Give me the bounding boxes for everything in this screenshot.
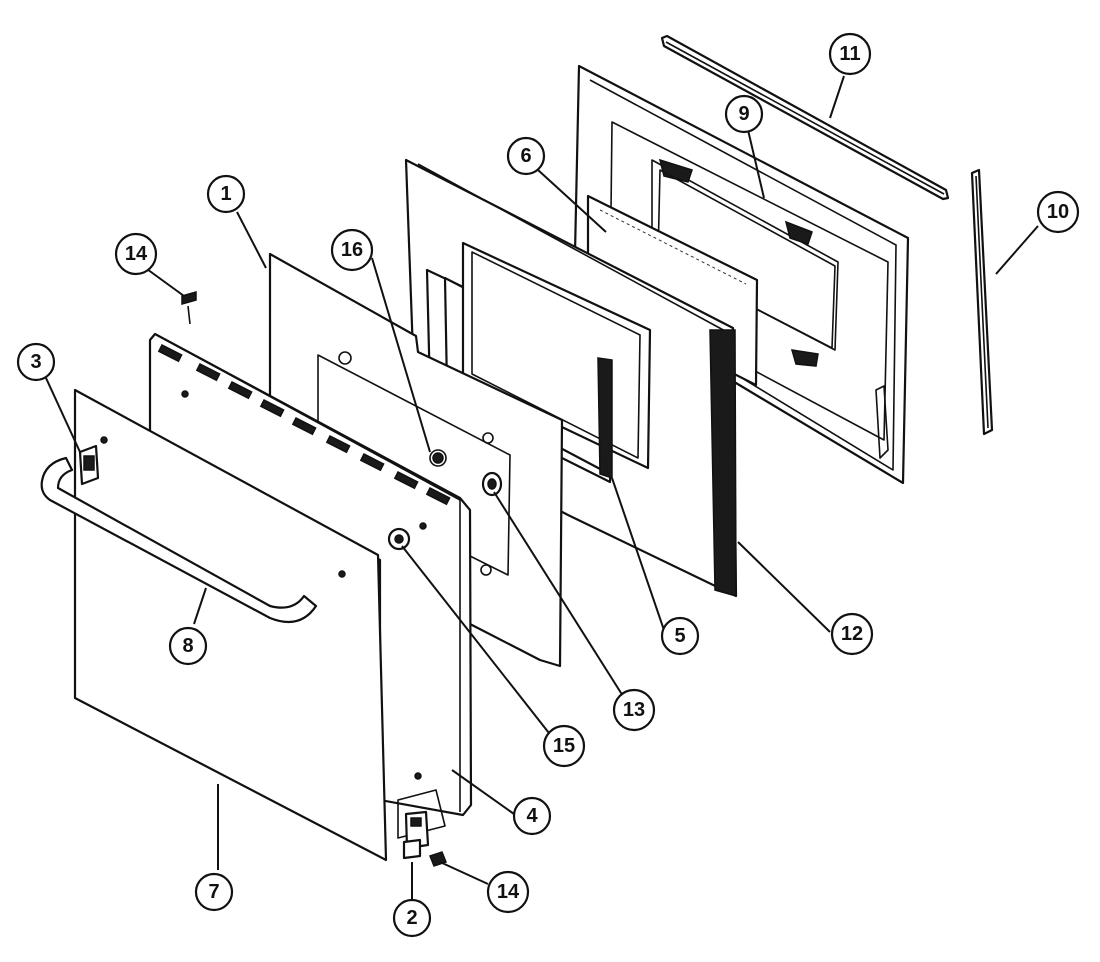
part-3-handle-clip (78, 444, 100, 486)
callout-7: 7 (194, 872, 234, 912)
callout-3: 3 (16, 342, 56, 382)
callout-8-label: 8 (182, 635, 193, 657)
part-15-grommet (387, 527, 411, 551)
callout-6-label: 6 (520, 145, 531, 167)
callout-14-upper-label: 14 (125, 243, 148, 265)
part-5-window-frame (425, 241, 652, 484)
callout-10-label: 10 (1047, 201, 1069, 223)
callout-12: 12 (830, 612, 874, 656)
callout-15-label: 15 (553, 735, 575, 757)
callout-8: 8 (168, 626, 208, 666)
vent-slots (157, 343, 451, 506)
part-14-screw-upper (181, 291, 197, 325)
callout-13: 13 (612, 688, 656, 732)
part-7-front-door-panel (73, 388, 388, 862)
callout-14-lower-label: 14 (497, 881, 520, 903)
callout-4-label: 4 (526, 805, 538, 827)
callout-10: 10 (1036, 190, 1080, 234)
callout-1: 1 (206, 174, 246, 214)
callout-16-label: 16 (341, 239, 363, 261)
part-2-hinge-bracket (397, 789, 446, 860)
part-9-inner-glass (657, 169, 836, 349)
callout-7-label: 7 (208, 881, 219, 903)
callout-15: 15 (542, 724, 586, 768)
callout-12-label: 12 (841, 623, 863, 645)
callout-11-label: 11 (839, 43, 860, 65)
part-8-door-handle (40, 456, 318, 624)
callout-4: 4 (512, 796, 552, 836)
callout-3-label: 3 (30, 351, 41, 373)
part-10-side-trim (970, 168, 994, 436)
callout-5-label: 5 (674, 625, 685, 647)
part-11-top-trim (660, 34, 950, 201)
callout-5: 5 (660, 616, 700, 656)
callout-9: 9 (724, 94, 764, 134)
callout-9-label: 9 (738, 103, 749, 125)
callout-2: 2 (392, 898, 432, 938)
callout-2-label: 2 (406, 907, 417, 929)
callout-6: 6 (506, 136, 546, 176)
callout-14-upper: 14 (114, 232, 158, 276)
callout-11: 11 (828, 32, 872, 76)
callout-14-lower: 14 (486, 870, 530, 914)
callout-1-label: 1 (220, 183, 231, 205)
part-13-spacer (481, 471, 503, 497)
part-16-screw (429, 449, 447, 467)
callout-16: 16 (330, 228, 374, 272)
leader-lines (45, 75, 1039, 918)
callout-13-label: 13 (623, 699, 645, 721)
